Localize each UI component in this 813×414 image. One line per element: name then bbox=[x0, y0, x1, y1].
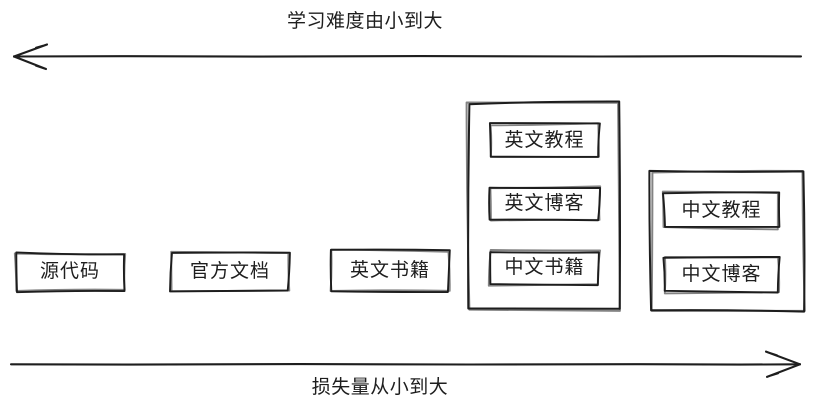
node-label: 中文博客 bbox=[681, 263, 762, 285]
bottom-axis-arrow bbox=[0, 344, 813, 384]
bottom-axis-label: 损失量从小到大 bbox=[311, 377, 449, 398]
node-label: 英文教程 bbox=[504, 129, 585, 151]
node-label: 中文教程 bbox=[681, 199, 762, 221]
top-axis-arrow bbox=[0, 36, 813, 76]
node-chinese-blog[interactable]: 中文博客 bbox=[662, 256, 781, 295]
node-english-tutorial[interactable]: 英文教程 bbox=[488, 122, 601, 158]
node-label: 中文书籍 bbox=[504, 257, 585, 278]
top-axis-label: 学习难度由小到大 bbox=[286, 11, 443, 32]
node-english-books[interactable]: 英文书籍 bbox=[329, 248, 451, 293]
node-label: 英文博客 bbox=[504, 193, 585, 214]
node-source-code[interactable]: 源代码 bbox=[13, 251, 127, 294]
english-resources-group[interactable]: 英文教程 英文博客 中文书籍 bbox=[465, 100, 622, 312]
node-label: 源代码 bbox=[39, 261, 100, 282]
node-label: 官方文档 bbox=[189, 260, 270, 282]
node-chinese-tutorial[interactable]: 中文教程 bbox=[661, 190, 781, 231]
node-english-blog[interactable]: 英文博客 bbox=[488, 185, 602, 222]
node-label: 英文书籍 bbox=[349, 260, 430, 281]
node-official-docs[interactable]: 官方文档 bbox=[169, 250, 291, 293]
node-chinese-books[interactable]: 中文书籍 bbox=[487, 249, 602, 287]
chinese-resources-group[interactable]: 中文教程 中文博客 bbox=[648, 169, 806, 313]
